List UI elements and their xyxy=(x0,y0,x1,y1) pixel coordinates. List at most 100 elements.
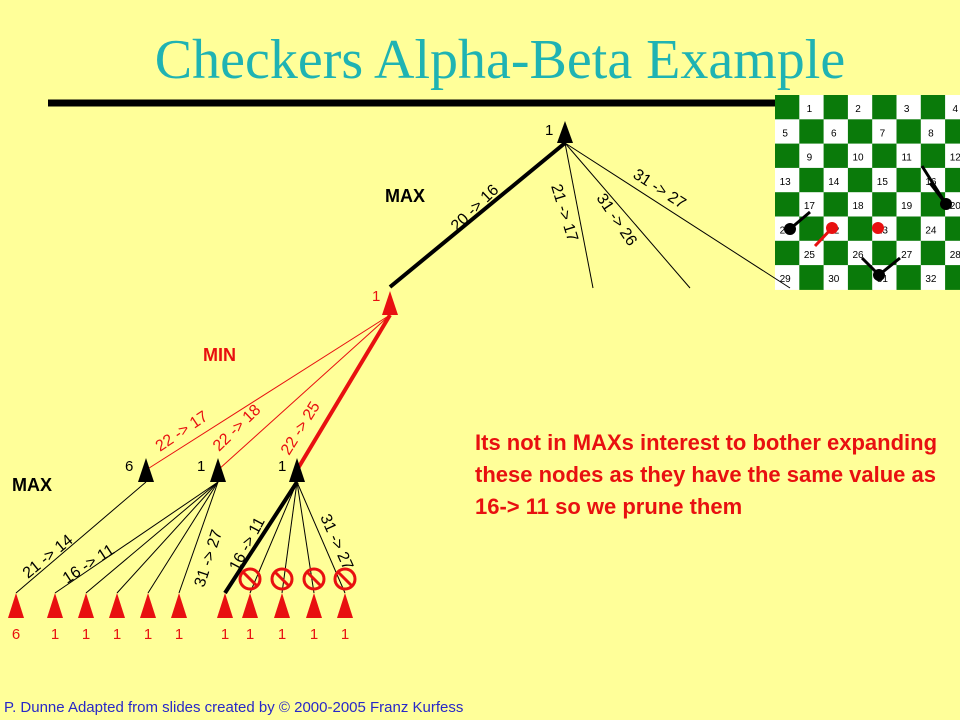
level-label-max-top: MAX xyxy=(385,186,425,206)
board-square xyxy=(799,216,825,242)
leaf-node xyxy=(242,593,258,618)
board-square-number: 20 xyxy=(950,201,960,212)
board-square xyxy=(847,119,873,145)
board-square xyxy=(847,192,873,217)
board-square xyxy=(920,143,946,169)
leaf-value: 1 xyxy=(51,626,59,643)
board-square xyxy=(799,240,825,266)
board-square-number: 1 xyxy=(807,104,813,115)
board-square-number: 17 xyxy=(804,201,816,212)
edge-root-20-16 xyxy=(388,141,567,289)
board-square xyxy=(872,95,897,120)
leaf-node xyxy=(109,593,125,618)
board-square-number: 2 xyxy=(855,104,861,115)
board-square xyxy=(945,216,960,242)
board-square xyxy=(847,95,873,120)
board-square xyxy=(799,192,825,217)
board-square-number: 6 xyxy=(831,128,837,139)
board-square xyxy=(920,216,946,242)
checker-piece xyxy=(940,198,952,210)
leaf-node xyxy=(337,593,353,618)
board-square xyxy=(775,95,800,120)
board-square-number: 12 xyxy=(950,153,960,164)
board-square xyxy=(799,265,825,290)
checker-piece xyxy=(826,222,838,234)
edge-max-a-4 xyxy=(147,481,219,594)
move-label-16-11-b: 16 -> 11 xyxy=(227,515,269,574)
leaf-value: 1 xyxy=(82,626,90,643)
board-square xyxy=(896,167,922,193)
board-square xyxy=(920,240,946,266)
board-square xyxy=(945,167,960,193)
board-square-number: 7 xyxy=(880,128,886,139)
move-label-22-25: 22 -> 25 xyxy=(278,399,324,458)
edge-max-21-14 xyxy=(15,481,147,594)
board-square xyxy=(872,143,897,169)
board-square xyxy=(799,95,825,120)
move-label-21-17: 21 -> 17 xyxy=(547,182,581,244)
board-square xyxy=(896,119,922,145)
edge-min-22-18 xyxy=(217,314,391,471)
move-label-22-17: 22 -> 17 xyxy=(153,408,212,455)
move-label-31-27-b: 31 -> 27 xyxy=(316,512,356,573)
board-square xyxy=(896,216,922,242)
leaf-node xyxy=(217,593,233,618)
checkers-board: 1234567891011121314151617181920212223242… xyxy=(775,95,960,290)
edge-max-a-1 xyxy=(54,481,219,594)
checker-piece xyxy=(873,269,885,281)
max-node-3-value: 1 xyxy=(278,458,286,475)
leaf-value: 1 xyxy=(113,626,121,643)
board-square-number: 3 xyxy=(904,104,910,115)
board-square-number: 24 xyxy=(925,226,937,237)
board-square xyxy=(945,95,960,120)
board-square-number: 27 xyxy=(901,250,913,261)
leaf-value: 1 xyxy=(278,626,286,643)
board-square xyxy=(945,265,960,290)
board-square xyxy=(872,240,897,266)
prune-icon xyxy=(270,567,294,591)
board-square xyxy=(847,216,873,242)
board-square xyxy=(799,119,825,145)
leaf-value: 1 xyxy=(221,626,229,643)
leaf-value: 1 xyxy=(144,626,152,643)
board-square xyxy=(896,95,922,120)
board-square-number: 32 xyxy=(925,274,937,285)
min-node-value: 1 xyxy=(372,288,380,305)
board-square-number: 11 xyxy=(901,153,912,164)
edge-min-22-17 xyxy=(145,314,391,471)
root-node-value: 1 xyxy=(545,122,553,139)
checker-piece xyxy=(872,222,884,234)
leaf-value: 1 xyxy=(246,626,254,643)
board-square xyxy=(945,143,960,169)
slide-title: Checkers Alpha-Beta Example xyxy=(154,29,846,91)
edge-max-b-3 xyxy=(281,481,298,594)
board-square-number: 8 xyxy=(928,128,934,139)
pruning-explanation: Its not in MAXs interest to bother expan… xyxy=(475,430,938,519)
leaf-nodes xyxy=(8,593,353,618)
move-label-31-27: 31 -> 27 xyxy=(630,166,689,213)
max-node-1 xyxy=(138,458,154,482)
board-square-number: 4 xyxy=(952,104,958,115)
leaf-node xyxy=(8,593,24,618)
move-label-20-16: 20 -> 16 xyxy=(448,181,502,234)
board-square-number: 25 xyxy=(804,250,816,261)
leaf-node xyxy=(78,593,94,618)
board-square xyxy=(847,240,873,266)
leaf-node xyxy=(140,593,156,618)
max-node-3 xyxy=(289,458,305,482)
min-node xyxy=(382,291,398,315)
edge-max-b-16-11 xyxy=(223,480,299,595)
edge-root-31-26 xyxy=(564,142,691,289)
board-square-number: 29 xyxy=(780,274,792,285)
footer-credit: P. Dunne Adapted from slides created by … xyxy=(4,699,464,716)
board-square xyxy=(775,240,800,266)
board-square xyxy=(945,192,960,217)
board-square xyxy=(799,143,825,169)
leaf-node xyxy=(274,593,290,618)
board-square-number: 10 xyxy=(852,153,864,164)
board-square-number: 14 xyxy=(828,177,840,188)
board-square xyxy=(823,119,849,145)
move-label-22-18: 22 -> 18 xyxy=(210,401,264,454)
